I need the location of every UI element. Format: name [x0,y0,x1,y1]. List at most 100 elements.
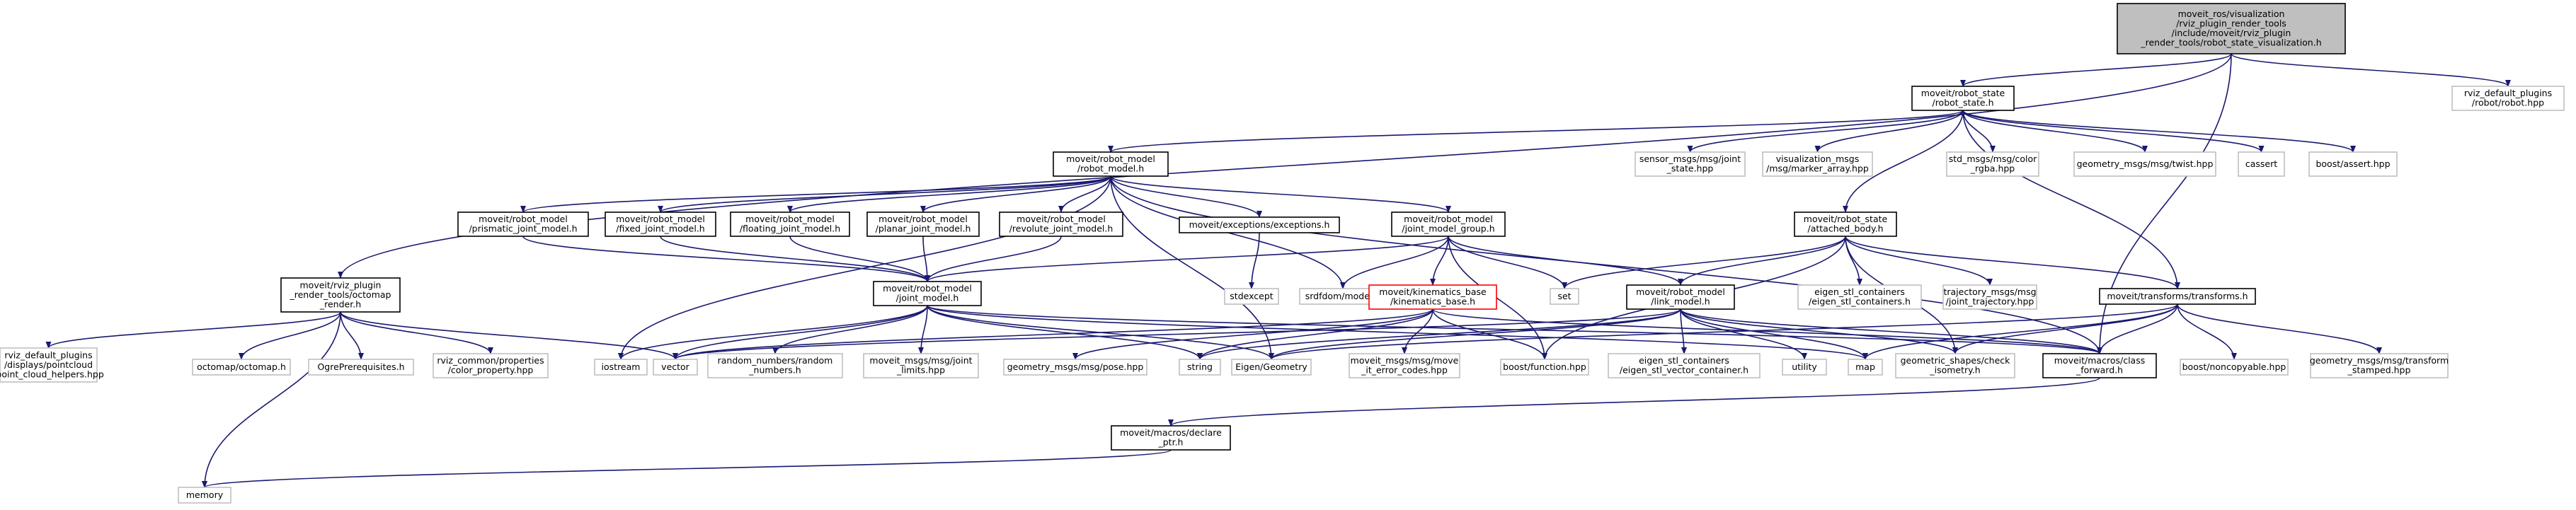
node-set: set [1550,288,1579,305]
edge-robot_model-to-fixed [658,175,1111,213]
edge-transforms-to-eigen_geometry [1269,303,2178,360]
node-boost_assert-label-line: boost/assert.hpp [2315,158,2390,169]
node-ogre-label-line: OgrePrerequisites.h [317,361,404,372]
node-robot_model[interactable]: moveit/robot_model/robot_model.h [1053,151,1169,177]
node-rviz_default_robot: rviz_default_plugins/robot/robot.hpp [2451,86,2565,111]
edge-robot_state-to-attached_body [1843,110,1964,213]
node-prismatic[interactable]: moveit/robot_model/prismatic_joint_model… [457,211,589,237]
node-random_numbers-box [707,353,843,378]
node-sensor_msgs: sensor_msgs/msg/joint_state.hpp [1635,151,1746,177]
node-planar[interactable]: moveit/robot_model/planar_joint_model.h [866,211,980,237]
node-floating-label-line: /floating_joint_model.h [740,224,840,234]
node-robot_model-label-line: moveit/robot_model [1066,153,1155,164]
edge-link_model-to-map [1680,308,1868,360]
edge-attached_body-to-set [1562,236,1846,289]
node-exceptions-label-line: moveit/exceptions/exceptions.h [1189,219,1330,230]
edge-declare_ptr-to-memory [202,449,1172,488]
node-trajectory_msgs-label-line: trajectory_msgs/msg [1943,286,2036,297]
edge-fixed-to-joint_model [660,236,930,282]
node-eigen_geometry-label-line: Eigen/Geometry [1235,361,1307,372]
node-transforms[interactable]: moveit/transforms/transforms.h [2099,288,2256,305]
node-eigen_containers-label-line: eigen_stl_containers [1814,286,1905,297]
node-boost_assert: boost/assert.hpp [2308,151,2398,177]
node-joint_model[interactable]: moveit/robot_model/joint_model.h [873,281,982,306]
node-prismatic-label-line: /prismatic_joint_model.h [469,224,577,234]
edge-link_model-to-string [1197,308,1681,360]
node-robot_state[interactable]: moveit/robot_state/robot_state.h [1911,86,2015,111]
node-move_it_error-label-line: moveit_msgs/msg/move [1351,355,1459,366]
node-fixed-box [605,211,716,237]
node-planar-label-line: /planar_joint_model.h [876,224,971,234]
edge-kinematics_base-to-move_it_error [1402,308,1433,354]
node-move_it_error-box [1349,353,1460,378]
node-geom_twist-box [2073,151,2216,177]
node-revolute-box [999,211,1123,237]
node-link_model[interactable]: moveit/robot_model/link_model.h [1626,284,1735,310]
node-declare_ptr[interactable]: moveit/macros/declare_ptr.h [1111,425,1231,451]
node-root[interactable]: moveit_ros/visualization/rviz_plugin_ren… [2117,3,2346,54]
edge-link_model-to-geometric_shapes [1680,308,1958,354]
node-floating[interactable]: moveit/robot_model/floating_joint_model.… [730,211,850,237]
node-joint_limits: moveit_msgs/msg/joint_limits.hpp [863,353,979,378]
node-eigen_containers-label-line: /eigen_stl_containers.h [1809,296,1911,307]
edge-revolute-to-joint_model [925,236,1062,282]
node-cassert: cassert [2238,151,2285,177]
edge-robot_model-to-prismatic [520,175,1111,213]
node-cassert-label-line: cassert [2245,158,2277,169]
edge-robot_model-to-eigen_geometry [1110,175,1274,360]
node-robot_state-label-line: /robot_state.h [1932,98,1993,108]
edge-joint_model-to-string [927,305,1203,360]
node-geometric_shapes-box [1895,353,2015,378]
node-trajectory_msgs-box [1942,284,2037,310]
node-std_msgs-label-line: std_msgs/msg/color [1949,153,2037,164]
node-pose: geometry_msgs/msg/pose.hpp [1003,359,1147,376]
node-rviz_default_robot-box [2451,86,2565,111]
node-boost_function-label-line: boost/function.hpp [1503,361,1586,372]
node-attached_body[interactable]: moveit/robot_state/attached_body.h [1794,211,1897,237]
node-trajectory_msgs: trajectory_msgs/msg/joint_trajectory.hpp [1942,284,2037,310]
edge-robot_state-to-transforms [1962,110,2180,289]
node-eigen_vector_container-box [1608,353,1761,378]
node-joint_limits-label-line: moveit_msgs/msg/joint [869,355,972,366]
node-vector-label-line: vector [661,361,690,372]
node-pointcloud_helpers-label-line: /point_cloud_helpers.hpp [0,369,104,379]
node-revolute[interactable]: moveit/robot_model/revolute_joint_model.… [999,211,1123,237]
node-visualization_msgs-label-line: /msg/marker_array.hpp [1766,163,1869,174]
node-cassert-box [2238,151,2285,177]
node-visualization_msgs-label-line: visualization_msgs [1776,153,1859,164]
edge-robot_state-to-cassert [1962,110,2265,153]
node-rviz_color-box [433,353,549,378]
node-vector: vector [653,359,698,376]
node-jmg[interactable]: moveit/robot_model/joint_model_group.h [1391,211,1506,237]
node-octomap_render[interactable]: moveit/rviz_plugin_render_tools/octomap_… [280,277,401,313]
node-std_msgs-box [1946,151,2039,177]
node-eigen_containers: eigen_stl_containers/eigen_stl_container… [1797,284,1922,310]
node-ogre: OgrePrerequisites.h [308,359,414,376]
node-octomap: octomap/octomap.h [192,359,291,376]
node-exceptions[interactable]: moveit/exceptions/exceptions.h [1179,216,1340,233]
node-transform_stamped-label-line: geometry_msgs/msg/transform [2310,355,2449,366]
node-fixed-label-line: /fixed_joint_model.h [616,224,704,234]
node-fixed[interactable]: moveit/robot_model/fixed_joint_model.h [605,211,716,237]
node-rviz_color-label-line: rviz_common/properties [437,355,544,366]
edge-jmg-to-link_model [1448,236,1683,286]
node-root-label-line: /include/moveit/rviz_plugin [2172,28,2291,38]
node-joint_limits-box [863,353,979,378]
node-declare_ptr-label-line: moveit/macros/declare [1120,427,1222,438]
edge-link_model-to-eigen_geometry [1269,308,1681,360]
node-kinematics_base-label-line: moveit/kinematics_base [1379,286,1487,297]
node-string-label-line: string [1187,361,1213,372]
node-std_msgs: std_msgs/msg/color_rgba.hpp [1946,151,2039,177]
edge-octomap_render-to-octomap [239,311,341,360]
node-link_model-box [1626,284,1735,310]
node-kinematics_base[interactable]: moveit/kinematics_base/kinematics_base.h [1368,284,1497,310]
node-class_forward[interactable]: moveit/macros/class_forward.h [2042,353,2157,378]
node-class_forward-box [2042,353,2157,378]
edge-attached_body-to-trajectory_msgs [1845,236,1993,286]
edge-joint_model-to-iostream [618,305,928,360]
node-robot_model-label-line: /robot_model.h [1077,163,1144,174]
node-srdfdom-label-line: srdfdom/model.h [1305,291,1381,301]
node-prismatic-box [457,211,589,237]
node-transforms-label-line: moveit/transforms/transforms.h [2107,291,2248,301]
